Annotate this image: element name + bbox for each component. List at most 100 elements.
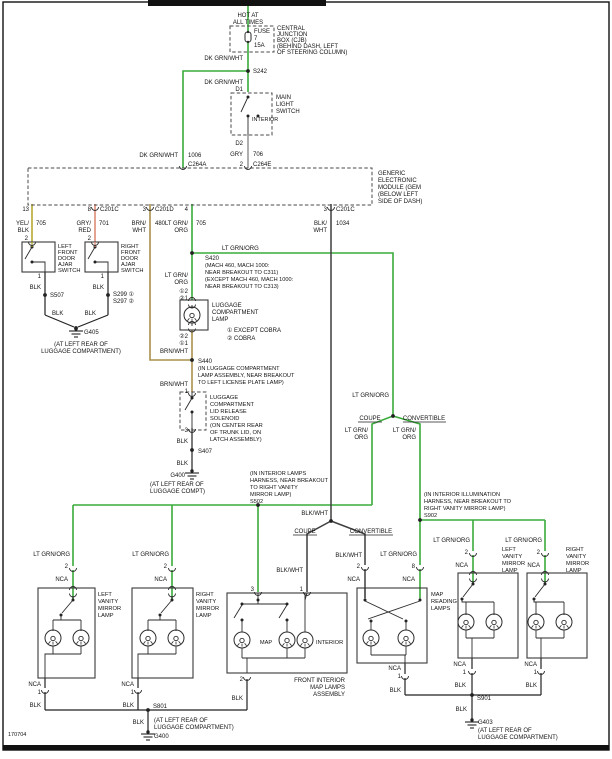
rv-conv-nca-b: NCA <box>524 662 537 668</box>
splice-s407: S407 <box>198 449 213 455</box>
fuse-label: FUSE <box>254 29 270 35</box>
rv-coupe-nca-t: NCA <box>154 577 167 583</box>
wire-ltgrn-1: LT GRN/ <box>165 221 188 227</box>
wire-ltgrnorg-v: LT GRN/ORG <box>352 393 389 399</box>
s440-note-1: (IN LUGGAGE COMPARTMENT <box>198 366 280 372</box>
wire-ltgrn-lamp-2: ORG <box>174 280 188 286</box>
wire-conv-2: ORG <box>402 435 416 441</box>
circuit-1034: 1034 <box>336 221 350 227</box>
lv-coupe-blk: BLK <box>30 703 41 709</box>
g400l-loc-1: (AT LEFT REAR OF <box>154 718 208 724</box>
main-light-switch-icon <box>240 96 249 135</box>
wire-blk-sol-2: BLK <box>177 461 188 467</box>
lugg-lamp-1: LUGGAGE <box>212 303 242 309</box>
g400-sol-loc-2: LUGGAGE COMPT) <box>150 489 205 495</box>
rv-coupe-nca-b: NCA <box>121 682 134 688</box>
wire-blk-g400l: BLK <box>133 720 144 726</box>
solenoid-5: (ON CENTER REAR <box>210 423 263 429</box>
rv-coupe-pin1: 1 <box>131 690 135 696</box>
gem-pin-3b: 3 <box>324 207 328 213</box>
conn-c201d: C201D <box>155 207 174 213</box>
ground-g403-icon <box>464 717 480 729</box>
gem-2: ELECTRONIC <box>378 178 417 184</box>
wire-ltgrnorg-h: LT GRN/ORG <box>222 246 259 252</box>
luggage-lamp-box <box>179 299 209 331</box>
mapread-pin8: 8 <box>412 564 416 570</box>
lf-ajar-3: DOOR <box>58 256 75 262</box>
branch-coupe-1: COUPE <box>359 416 380 422</box>
splice-s502: S502 <box>250 499 263 505</box>
left-vanity-coupe-box <box>37 587 96 679</box>
lf-ajar-4: AJAR <box>58 262 73 268</box>
gem-box <box>27 167 373 206</box>
map-reading-lamps-box <box>356 587 428 664</box>
mapread-nca-t2: NCA <box>402 577 415 583</box>
wire-dk-grn-wht-1: DK GRN/WHT <box>204 56 243 62</box>
wire-blk-lf: BLK <box>30 285 41 291</box>
gem-pin-8: 8 <box>88 207 92 213</box>
rf-ajar-2: FRONT <box>121 250 141 256</box>
rf-ajar-pin1: 1 <box>101 274 105 280</box>
lf-ajar-5: SWITCH <box>58 268 80 274</box>
rv-coupe-pin2: 2 <box>164 564 168 570</box>
interior-position: INTERIOR <box>252 117 278 123</box>
splice-s242: S242 <box>253 69 268 75</box>
lv-conv-blk: BLK <box>455 683 466 689</box>
rv-coupe-3: MIRROR <box>196 606 219 612</box>
lv-conv-4: LAMP <box>502 568 518 574</box>
splice-s297: S297 ② <box>113 298 134 305</box>
g400-sol-loc-1: (AT LEFT REAR OF <box>150 482 204 488</box>
maplamps-1: FRONT INTERIOR <box>294 678 346 684</box>
right-vanity-coupe-box <box>131 587 194 679</box>
lv-conv-1: LEFT <box>502 547 516 553</box>
rv-conv-4: LAMP <box>566 568 582 574</box>
solenoid-pin3: 3 <box>185 428 189 434</box>
ground-g400-left: G400 <box>154 734 169 740</box>
s440-note-2: LAMP ASSEMBLY, NEAR BREAKOUT <box>198 373 295 379</box>
main-light-switch-box <box>230 92 273 136</box>
wire-blk-sol-1: BLK <box>177 439 188 445</box>
left-vanity-conv-box <box>457 572 519 659</box>
ground-g405: G405 <box>84 330 99 336</box>
diagram-id: 170704 <box>8 732 26 738</box>
wire-brnwht-b: BRN/WHT <box>160 382 188 388</box>
solenoid-1: LUGGAGE <box>210 395 238 401</box>
g405-loc-1: (AT LEFT REAR OF <box>54 342 108 348</box>
lv-coupe-1: LEFT <box>98 592 112 598</box>
cjb-5: OF STEERING COLUMN) <box>277 50 347 56</box>
s502-note-3: TO RIGHT VANITY <box>250 485 298 491</box>
ground-g400-left-icon <box>140 729 156 741</box>
rv-conv-3: MIRROR <box>566 561 589 567</box>
wire-ltgrn-lamp-1: LT GRN/ <box>165 273 188 279</box>
ground-g403: G403 <box>478 720 493 726</box>
g405-loc-2: LUGGAGE COMPARTMENT) <box>41 349 121 355</box>
pin-d1: D1 <box>235 87 243 93</box>
gem-pin-2: 2 <box>240 162 244 168</box>
rf-ajar-1: RIGHT <box>121 244 139 250</box>
wire-blk-g405a: BLK <box>52 311 63 317</box>
splice-s901: S901 <box>477 696 492 702</box>
conn-c201c-b: C201C <box>336 207 355 213</box>
gem-pin-13: 13 <box>22 207 29 213</box>
splice-s801: S801 <box>153 704 168 710</box>
splice-s420: S420 <box>205 256 220 262</box>
solenoid-pin1: 1 <box>185 389 189 395</box>
hot-at-all-times-1: HOT AT <box>237 13 258 19</box>
component-boxes <box>21 25 588 679</box>
fuse-icon <box>244 30 252 44</box>
circuit-705b: 705 <box>196 221 207 227</box>
wire-brnwht-a: BRN/WHT <box>160 349 188 355</box>
lf-ajar-2: FRONT <box>58 250 78 256</box>
gem-pin-4: 4 <box>185 207 189 213</box>
rv-coupe-blk: BLK <box>123 703 134 709</box>
mapread-nca-b: NCA <box>388 666 401 672</box>
feed-lv-conv: LT GRN/ORG <box>433 538 470 544</box>
wire-conv-1: LT GRN/ <box>393 428 416 434</box>
cjb-1: CENTRAL <box>277 26 306 32</box>
circuit-480: 480 <box>155 221 166 227</box>
trunk-release-solenoid-box <box>179 391 207 431</box>
